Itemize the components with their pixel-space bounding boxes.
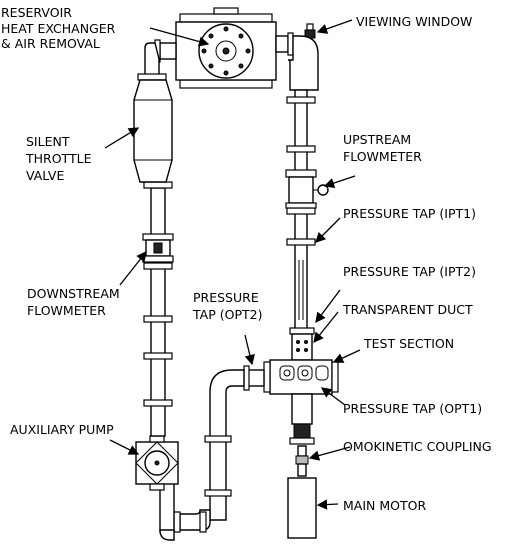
label-downstream-1: DOWNSTREAM — [27, 286, 120, 301]
return-pipe — [173, 365, 265, 533]
leader-arrows — [104, 19, 361, 510]
label-auxiliary-pump: AUXILIARY PUMP — [10, 422, 114, 437]
label-silent-3: VALVE — [26, 168, 64, 183]
label-reservoir-1: RESERVOIR — [1, 5, 72, 20]
label-opt2-2: TAP (OPT2) — [192, 307, 262, 322]
reservoir-heat-exchanger — [154, 7, 294, 89]
label-transparent-duct: TRANSPARENT DUCT — [342, 302, 473, 317]
downstream-flowmeter — [142, 233, 174, 263]
label-main-motor: MAIN MOTOR — [343, 498, 426, 513]
label-reservoir-3: & AIR REMOVAL — [1, 36, 100, 51]
label-opt1: PRESSURE TAP (OPT1) — [343, 401, 482, 416]
viewing-window — [304, 23, 316, 39]
upstream-flowmeter — [285, 169, 329, 209]
label-test-section: TEST SECTION — [363, 336, 454, 351]
label-viewing-window: VIEWING WINDOW — [356, 14, 472, 29]
shaft-housing — [289, 393, 315, 445]
main-motor — [287, 477, 317, 539]
label-silent-2: THROTTLE — [25, 151, 92, 166]
omokinetic-coupling — [295, 445, 309, 477]
label-upstream-2: FLOWMETER — [343, 149, 422, 164]
label-omokinetic: OMOKINETIC COUPLING — [343, 439, 492, 454]
silent-throttle-valve — [133, 79, 173, 183]
label-silent-1: SILENT — [26, 134, 70, 149]
label-upstream-1: UPSTREAM — [343, 132, 411, 147]
label-ipt1: PRESSURE TAP (IPT1) — [343, 206, 476, 221]
label-ipt2: PRESSURE TAP (IPT2) — [343, 264, 476, 279]
label-downstream-2: FLOWMETER — [27, 303, 106, 318]
test-section — [263, 359, 339, 395]
top-right-elbow — [287, 35, 319, 91]
auxiliary-pump — [135, 435, 179, 541]
label-reservoir-2: HEAT EXCHANGER — [1, 21, 116, 36]
label-opt2-1: PRESSURE — [193, 290, 259, 305]
transparent-duct — [289, 327, 315, 361]
right-riser-pipe — [286, 89, 316, 331]
